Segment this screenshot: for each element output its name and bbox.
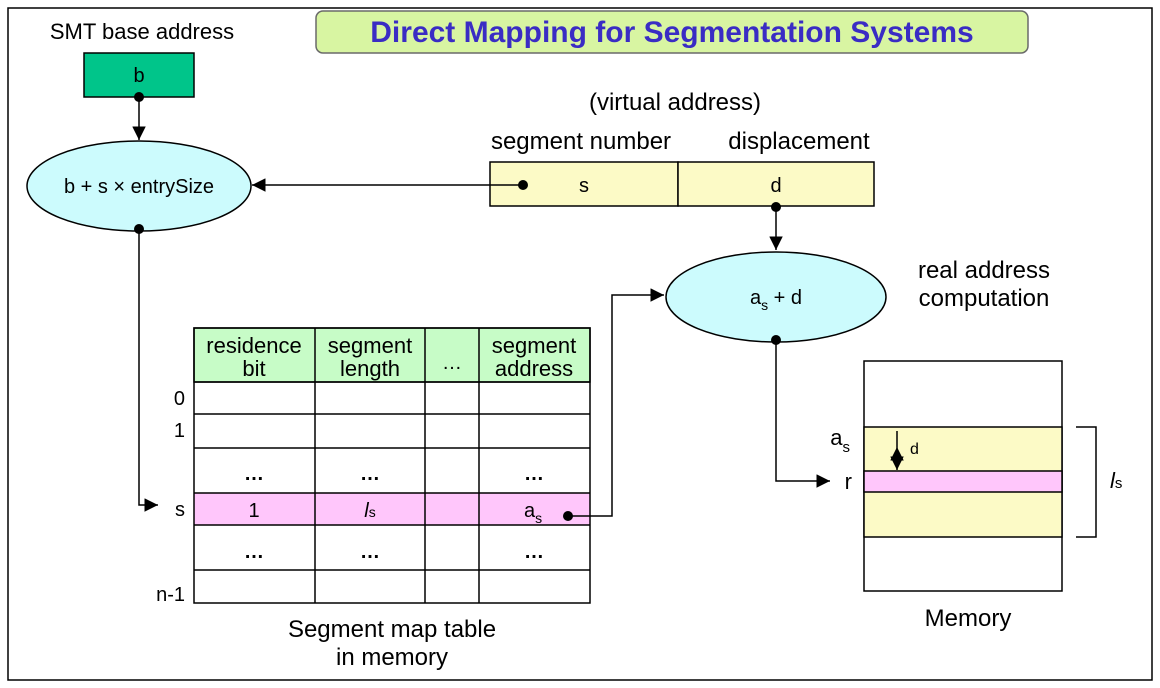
ellipsis-bit-upper: … bbox=[244, 463, 264, 485]
ellipsis-len-upper: … bbox=[360, 463, 380, 485]
smt-base-register-value: b bbox=[133, 65, 144, 87]
header-residence-1: residence bbox=[206, 333, 301, 358]
segment-map-table bbox=[193, 327, 591, 604]
header-address-1: segment bbox=[492, 333, 576, 358]
memory-r-label: r bbox=[845, 469, 852, 494]
segment-number-label: segment number bbox=[491, 128, 671, 155]
segment-length-bracket bbox=[1076, 426, 1097, 538]
displacement-label: displacement bbox=[728, 128, 870, 155]
row-label-0: 0 bbox=[174, 388, 185, 410]
ellipsis-addr-lower: … bbox=[524, 541, 544, 563]
header-address-2: address bbox=[495, 356, 573, 381]
index-calc-text: b + s × entrySize bbox=[64, 176, 214, 198]
header-length-1: segment bbox=[328, 333, 412, 358]
row-s-residence-bit: 1 bbox=[248, 500, 259, 522]
ellipsis-addr-upper: … bbox=[524, 463, 544, 485]
smt-base-label: SMT base address bbox=[50, 19, 234, 44]
memory-d-label: d bbox=[910, 441, 919, 458]
arrow-index-to-row-s bbox=[138, 229, 158, 512]
title-banner bbox=[315, 10, 1029, 54]
va-s: s bbox=[579, 175, 589, 197]
row-s-length: ls bbox=[364, 500, 375, 522]
row-label-1: 1 bbox=[174, 420, 185, 442]
arrow-as-to-adder bbox=[568, 288, 664, 517]
real-address-label-2: computation bbox=[919, 285, 1050, 312]
row-label-s: s bbox=[175, 499, 185, 521]
memory-caption: Memory bbox=[925, 605, 1012, 632]
header-ellipsis: … bbox=[442, 352, 462, 374]
ellipsis-len-lower: … bbox=[360, 541, 380, 563]
page-title: Direct Mapping for Segmentation Systems bbox=[370, 16, 973, 49]
real-address-label-1: real address bbox=[918, 257, 1050, 284]
va-d: d bbox=[770, 175, 781, 197]
header-residence-2: bit bbox=[242, 356, 265, 381]
row-s-address: as bbox=[524, 500, 542, 526]
memory-ls-label: ls bbox=[1110, 468, 1122, 493]
header-length-2: length bbox=[340, 356, 400, 381]
smt-base-register bbox=[83, 52, 195, 98]
smt-caption-1: Segment map table bbox=[288, 616, 496, 643]
memory-block bbox=[863, 360, 1063, 592]
va-displacement-field bbox=[677, 161, 875, 207]
ellipsis-bit-lower: … bbox=[244, 541, 264, 563]
memory-as-label: as bbox=[830, 425, 850, 456]
virtual-address-caption: (virtual address) bbox=[589, 89, 761, 116]
row-label-n-1: n-1 bbox=[156, 584, 185, 606]
smt-caption-2: in memory bbox=[336, 644, 448, 671]
adder-text: as + d bbox=[750, 287, 802, 313]
arrow-adder-to-r bbox=[775, 340, 830, 488]
